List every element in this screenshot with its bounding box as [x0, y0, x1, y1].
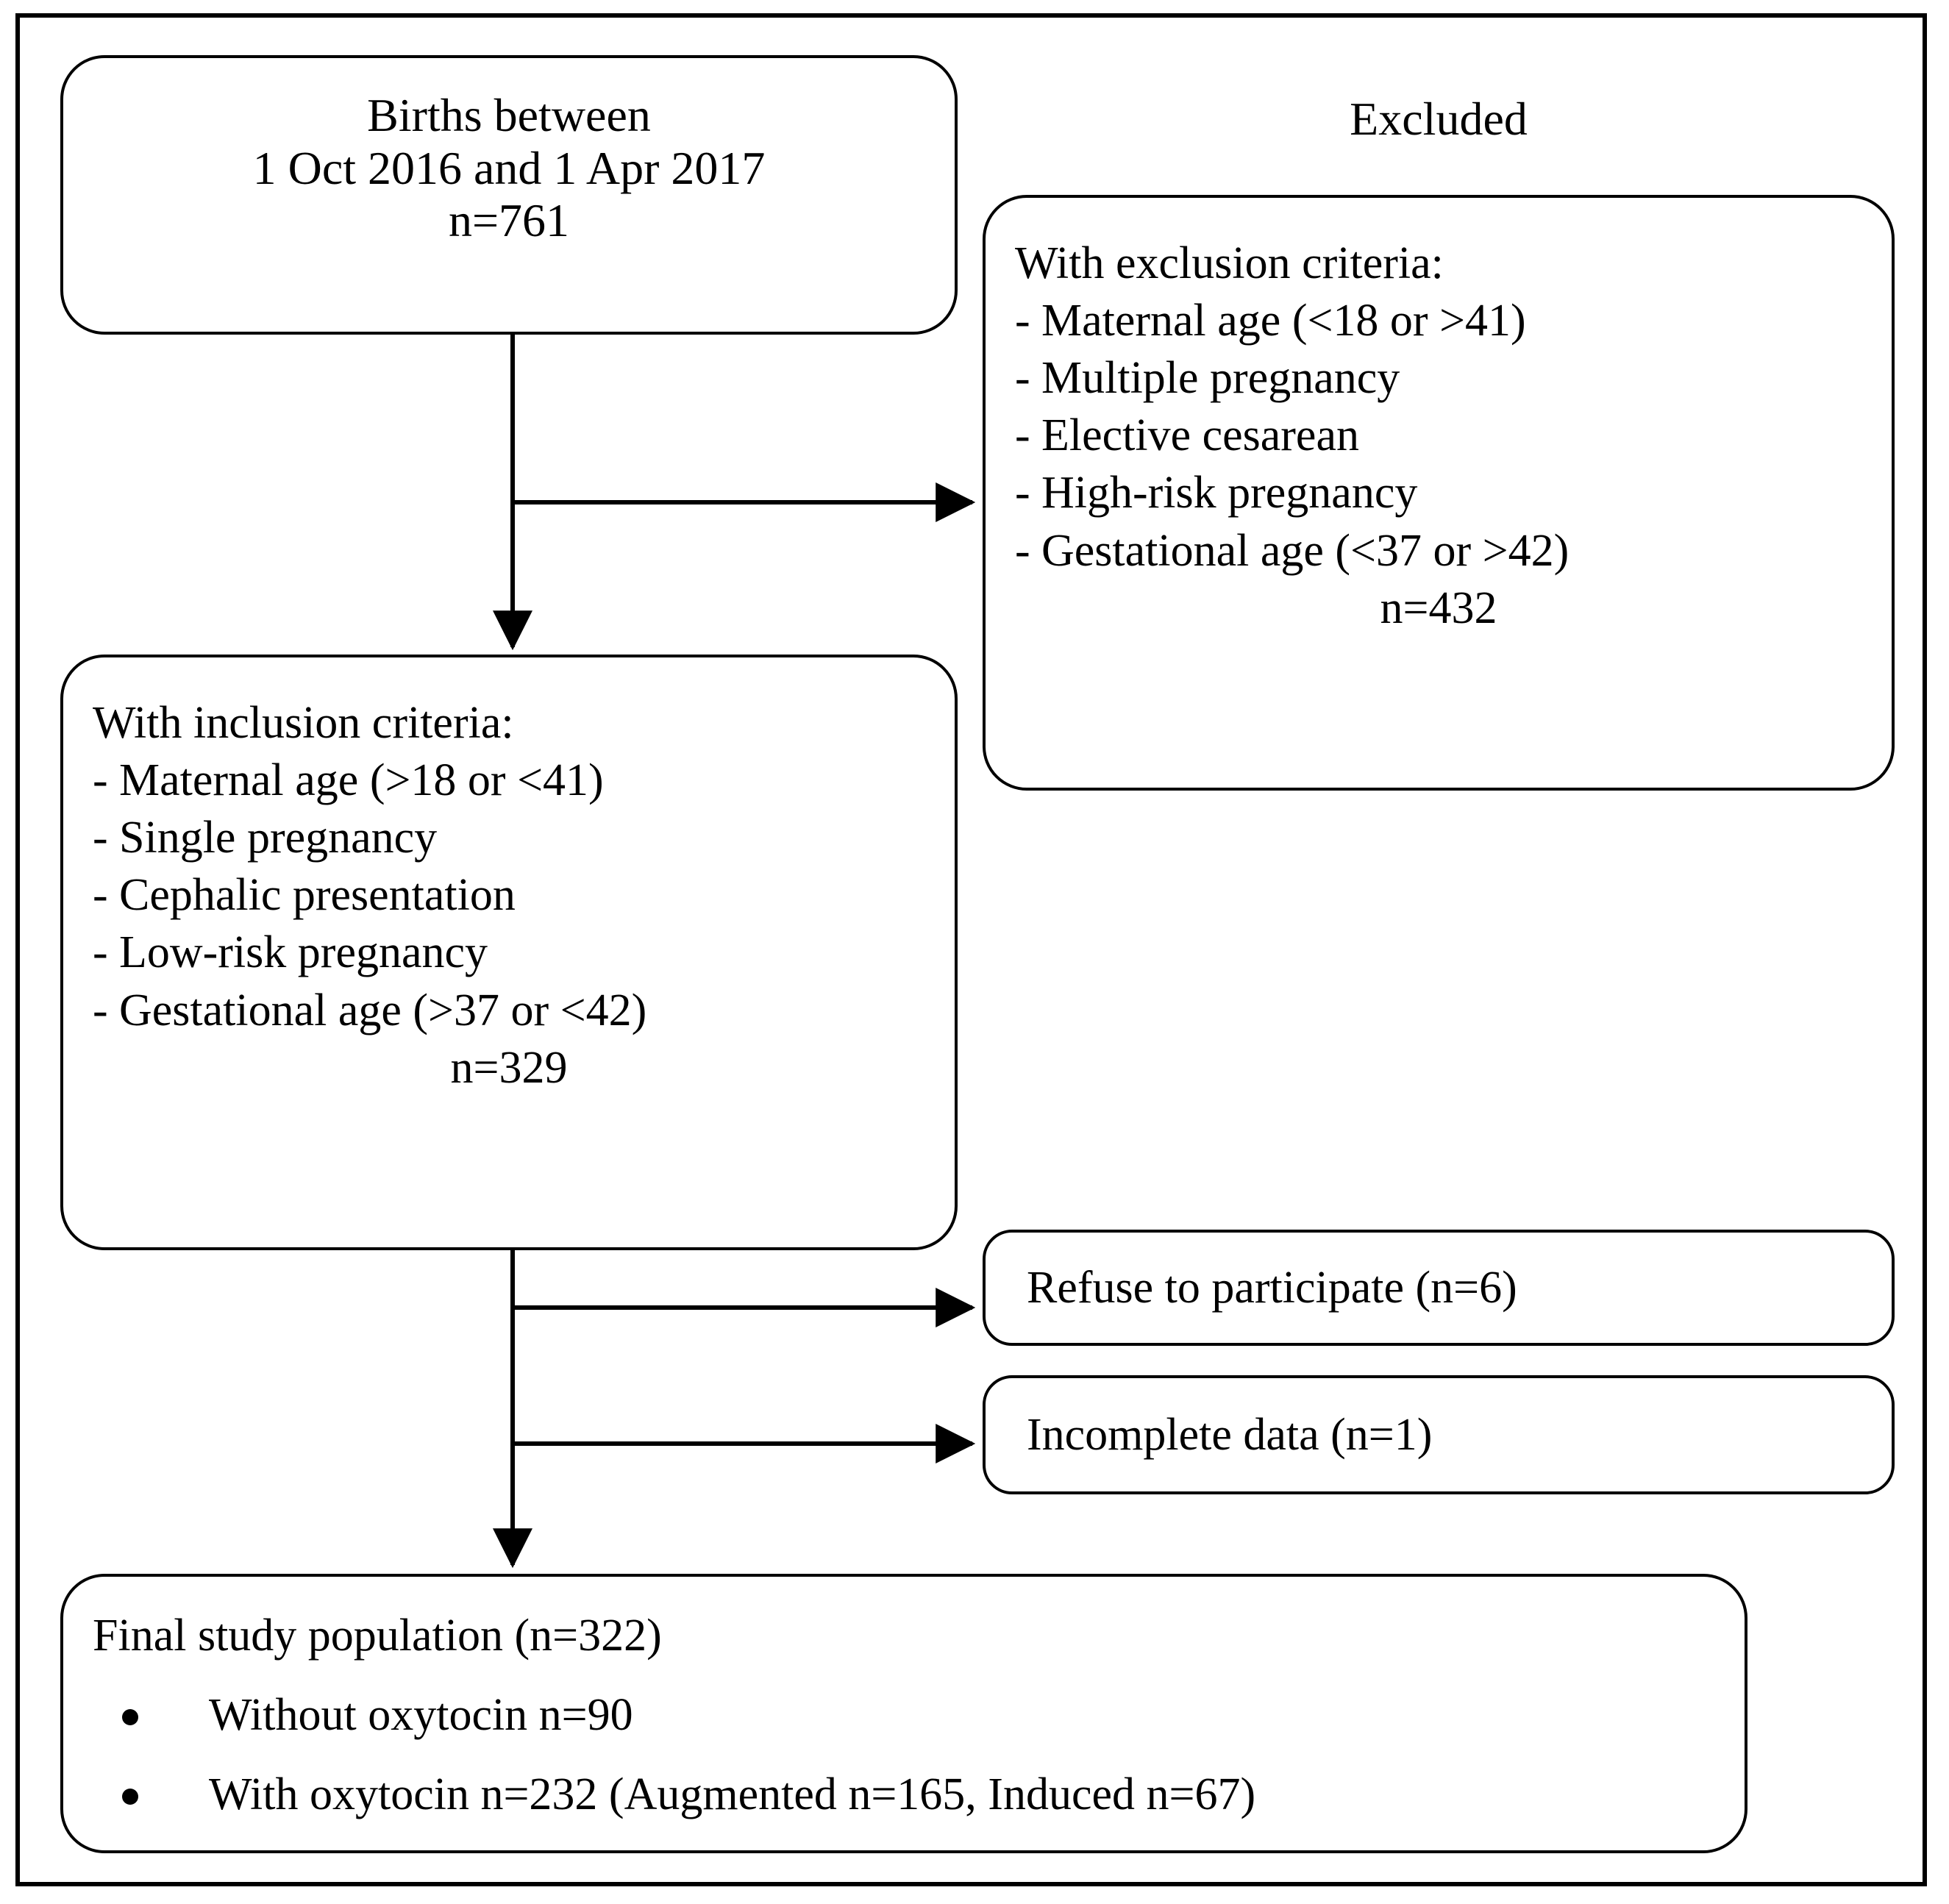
dash-bullet: - [93, 755, 108, 806]
exclusion-item: -Gestational age (<37 or >42) [1015, 522, 1862, 580]
bullet-icon [122, 1709, 138, 1726]
exclusion-item: -Multiple pregnancy [1015, 349, 1862, 407]
excluded-label: Excluded [1350, 93, 1528, 145]
inclusion-item-text: Cephalic presentation [119, 870, 516, 921]
inclusion-item-text: Low-risk pregnancy [119, 927, 488, 978]
exclusion-item-text: Maternal age (<18 or >41) [1041, 296, 1526, 346]
dash-bullet: - [1015, 410, 1030, 461]
exclusion-item: -High-risk pregnancy [1015, 464, 1862, 521]
final-title: Final study population (n=322) [93, 1611, 662, 1661]
inclusion-item: -Gestational age (>37 or <42) [93, 982, 925, 1039]
inclusion-item-text: Single pregnancy [119, 813, 438, 863]
births-line1: Births between [367, 89, 651, 141]
final-list-item: With oxytocin n=232 (Augmented n=165, In… [93, 1769, 1715, 1819]
exclusion-item-text: Elective cesarean [1041, 410, 1359, 461]
incomplete-text: Incomplete data (n=1) [1027, 1410, 1433, 1460]
exclusion-item-text: High-risk pregnancy [1041, 468, 1418, 518]
inclusion-item: -Cephalic presentation [93, 866, 925, 924]
births-line2: 1 Oct 2016 and 1 Apr 2017 [252, 141, 766, 194]
dash-bullet: - [93, 985, 108, 1035]
bullet-icon [122, 1789, 138, 1805]
page-border [15, 13, 1927, 1886]
exclusion-count: n=432 [1380, 582, 1497, 633]
final-item-text: Without oxytocin n=90 [209, 1690, 633, 1741]
inclusion-count: n=329 [450, 1042, 568, 1093]
inclusion-item-text: Maternal age (>18 or <41) [119, 755, 604, 806]
dash-bullet: - [93, 870, 108, 921]
inclusion-item: -Low-risk pregnancy [93, 924, 925, 981]
dash-bullet: - [1015, 468, 1030, 518]
final-item-text: With oxytocin n=232 (Augmented n=165, In… [209, 1769, 1256, 1820]
node-inclusion-criteria[interactable]: With inclusion criteria: -Maternal age (… [60, 655, 958, 1250]
node-exclusion-criteria[interactable]: With exclusion criteria: -Maternal age (… [983, 195, 1895, 791]
node-final-population[interactable]: Final study population (n=322) Without o… [60, 1574, 1747, 1853]
node-incomplete-data[interactable]: Incomplete data (n=1) [983, 1375, 1895, 1494]
dash-bullet: - [93, 927, 108, 978]
dash-bullet: - [1015, 525, 1030, 576]
dash-bullet: - [1015, 353, 1030, 404]
exclusion-item-text: Gestational age (<37 or >42) [1041, 525, 1569, 576]
final-list-item: Without oxytocin n=90 [93, 1690, 1715, 1740]
exclusion-heading: With exclusion criteria: [1015, 238, 1444, 288]
refused-text: Refuse to participate (n=6) [1027, 1263, 1517, 1313]
inclusion-item: -Maternal age (>18 or <41) [93, 752, 925, 809]
inclusion-item: -Single pregnancy [93, 809, 925, 866]
dash-bullet: - [1015, 296, 1030, 346]
exclusion-item: -Elective cesarean [1015, 407, 1862, 464]
inclusion-item-text: Gestational age (>37 or <42) [119, 985, 647, 1035]
dash-bullet: - [93, 813, 108, 863]
exclusion-item: -Maternal age (<18 or >41) [1015, 292, 1862, 349]
inclusion-heading: With inclusion criteria: [93, 698, 514, 748]
exclusion-item-text: Multiple pregnancy [1041, 353, 1400, 404]
births-count: n=761 [448, 194, 570, 247]
node-births[interactable]: Births between 1 Oct 2016 and 1 Apr 2017… [60, 55, 958, 335]
node-refused[interactable]: Refuse to participate (n=6) [983, 1230, 1895, 1346]
